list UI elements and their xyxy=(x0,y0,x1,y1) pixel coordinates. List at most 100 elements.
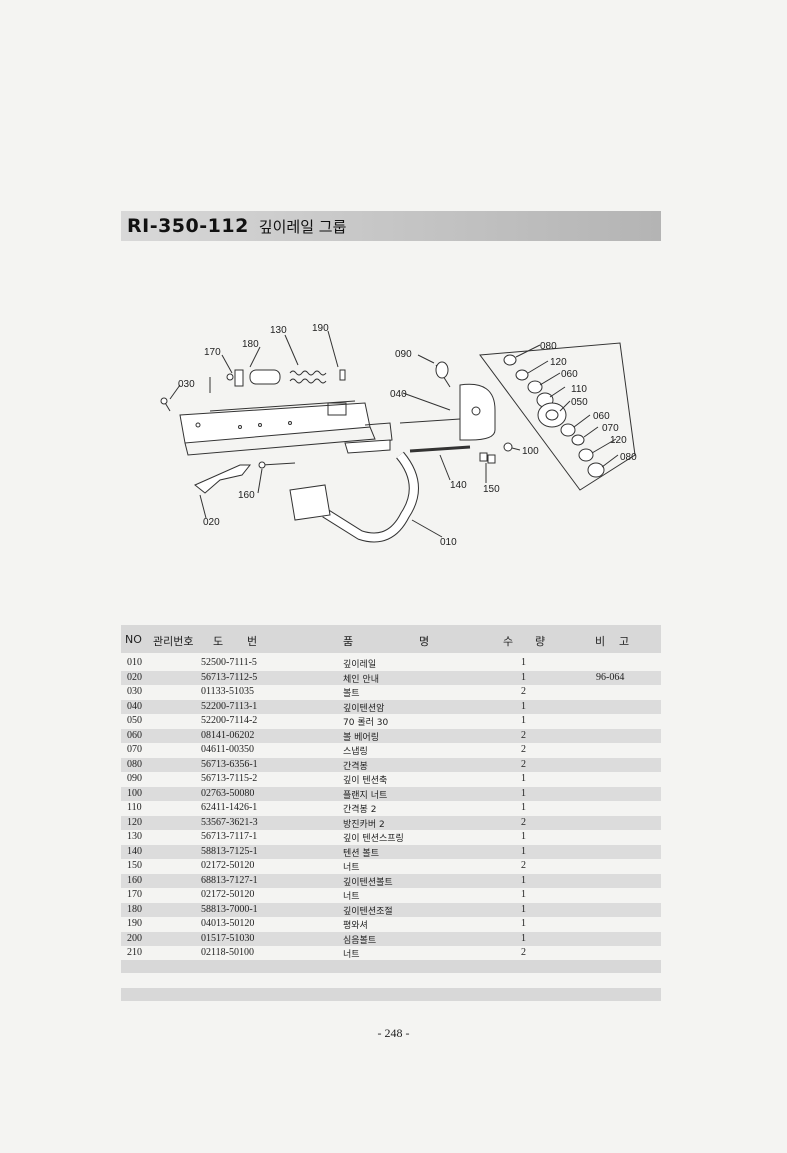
quantity: 1 xyxy=(521,657,526,668)
drawing-number: 58813-7000-1 xyxy=(201,903,258,915)
part-name: 체인 안내 xyxy=(343,674,379,685)
quantity: 1 xyxy=(521,831,526,842)
part-no: 080 xyxy=(127,758,142,770)
table-header: NO 관리번호 도 번 품 명 수 량 비 고 xyxy=(121,625,661,653)
callout-label: 120 xyxy=(550,357,567,368)
part-name: 스냅링 xyxy=(343,747,368,757)
part-no: 100 xyxy=(127,787,142,799)
drawing-number: 02118-50100 xyxy=(201,947,254,958)
part-no: 070 xyxy=(127,744,142,755)
callout-label: 030 xyxy=(178,379,195,390)
quantity: 2 xyxy=(521,947,526,958)
drawing-number: 56713-6356-1 xyxy=(201,758,258,770)
part-no: 120 xyxy=(127,816,142,828)
drawing-number: 08141-06202 xyxy=(201,729,255,741)
drawing-number: 02172-50120 xyxy=(201,889,255,900)
header-no: NO xyxy=(125,633,142,646)
drawing-number: 04013-50120 xyxy=(201,918,255,929)
callout-label: 170 xyxy=(204,347,221,358)
quantity: 1 xyxy=(521,773,526,784)
part-no: 040 xyxy=(127,700,142,712)
header-dwg-1: 도 xyxy=(213,635,224,648)
callout-label: 090 xyxy=(395,349,412,360)
quantity: 2 xyxy=(521,729,526,741)
part-no: 020 xyxy=(127,671,142,683)
drawing-number: 52500-7111-5 xyxy=(201,657,257,668)
part-name: 깊이 텐션스프링 xyxy=(343,834,404,844)
drawing-number: 52200-7114-2 xyxy=(201,715,258,726)
part-name: 너트 xyxy=(343,892,360,902)
quantity: 1 xyxy=(521,845,526,857)
drawing-number: 56713-7117-1 xyxy=(201,831,258,842)
part-no: 170 xyxy=(127,889,142,900)
quantity: 1 xyxy=(521,715,526,726)
part-name: 평와셔 xyxy=(343,921,368,931)
drawing-number: 01133-51035 xyxy=(201,686,254,697)
callout-label: 150 xyxy=(483,484,500,495)
callout-label: 190 xyxy=(312,323,329,334)
part-no: 180 xyxy=(127,903,142,915)
callout-label: 060 xyxy=(593,411,610,422)
callout-label: 180 xyxy=(242,339,259,350)
drawing-number: 56713-7115-2 xyxy=(201,773,258,784)
header-name-2: 명 xyxy=(419,635,430,648)
quantity: 1 xyxy=(521,932,526,944)
remark: 96-064 xyxy=(596,671,625,683)
part-no: 150 xyxy=(127,860,142,871)
part-name: 텐션 볼트 xyxy=(343,848,379,859)
part-name: 너트 xyxy=(343,950,360,960)
callout-label: 020 xyxy=(203,517,220,528)
quantity: 2 xyxy=(521,758,526,770)
callout-label: 070 xyxy=(602,423,619,434)
quantity: 2 xyxy=(521,860,526,871)
section-title-bar: RI-350-112 깊이레일 그룹 xyxy=(121,211,661,241)
header-qty-2: 량 xyxy=(535,635,546,648)
drawing-number: 02763-50080 xyxy=(201,787,255,799)
part-name: 방진카버 2 xyxy=(343,819,385,830)
part-name: 70 롤러 30 xyxy=(343,718,389,728)
part-name: 플랜지 너트 xyxy=(343,790,388,801)
header-rem-1: 비 xyxy=(595,635,606,648)
callout-label: 080 xyxy=(620,452,637,463)
parts-drawing: 130 190 180 170 030 090 080 120 060 110 … xyxy=(160,323,637,548)
callout-label: 160 xyxy=(238,490,255,501)
quantity: 1 xyxy=(521,802,526,813)
quantity: 2 xyxy=(521,744,526,755)
part-no: 010 xyxy=(127,657,142,668)
quantity: 1 xyxy=(521,671,526,683)
drawing-number: 68813-7127-1 xyxy=(201,874,258,886)
part-no: 030 xyxy=(127,686,142,697)
callout-label: 040 xyxy=(390,389,407,400)
part-name: 볼 베어링 xyxy=(343,732,379,743)
exploded-parts-diagram: 130 190 180 170 030 090 080 120 060 110 … xyxy=(150,315,650,555)
group-code: RI-350-112 xyxy=(127,215,249,237)
part-name: 심음볼트 xyxy=(343,935,377,946)
callout-label: 100 xyxy=(522,446,539,457)
header-name-1: 품 xyxy=(343,635,354,648)
quantity: 1 xyxy=(521,889,526,900)
callout-labels: 130 190 180 170 030 090 080 120 060 110 … xyxy=(178,323,637,548)
part-no: 210 xyxy=(127,947,142,958)
part-no: 110 xyxy=(127,802,142,813)
part-no: 160 xyxy=(127,874,142,886)
table-end-band xyxy=(121,960,661,973)
callout-label: 050 xyxy=(571,397,588,408)
header-qty-1: 수 xyxy=(503,635,514,648)
part-name: 너트 xyxy=(343,863,360,873)
callout-label: 010 xyxy=(440,537,457,548)
part-name: 깊이텐션볼트 xyxy=(343,877,393,888)
